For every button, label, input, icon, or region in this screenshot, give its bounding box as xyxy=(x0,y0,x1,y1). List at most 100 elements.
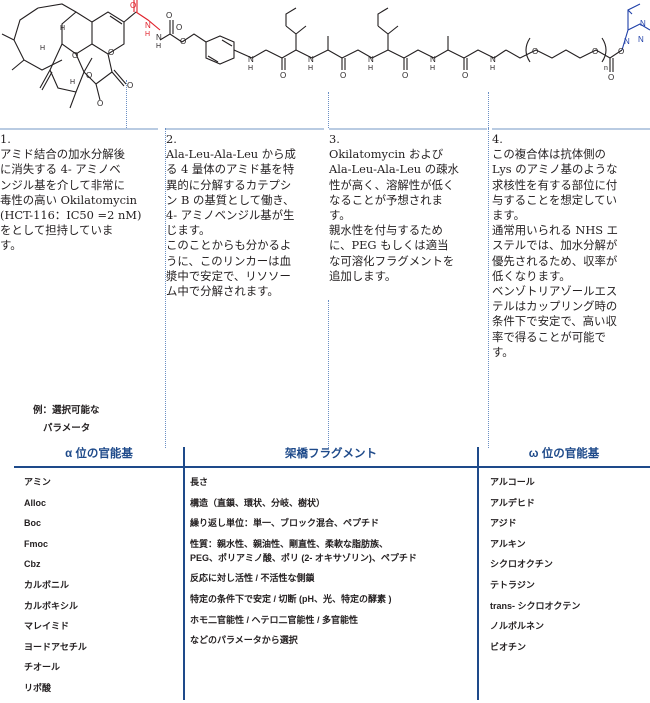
list-item: チオール xyxy=(24,662,61,673)
atom-label: O xyxy=(340,71,346,80)
note-line: 低くなります。 xyxy=(492,268,571,283)
atom-label: O xyxy=(166,11,172,20)
peg-bracket xyxy=(525,37,607,63)
list-item: 長さ xyxy=(190,477,209,487)
list-item: ホモ二官能性 / ヘテロ二官能性 / 多官能性 xyxy=(190,614,359,625)
omega-list: アルコール アルデヒド アジド アルキン シクロオクチン テトラジン trans… xyxy=(490,476,580,661)
atom-label: H xyxy=(308,65,313,72)
header-rule xyxy=(14,466,650,468)
macrocycle-bond xyxy=(13,7,63,71)
note-line: (HCT-116：IC50 =2 nM) xyxy=(0,208,142,223)
note-line: 漿中で安定で、リソソー xyxy=(166,268,291,283)
atom-label: O xyxy=(86,71,92,80)
list-item: Alloc xyxy=(24,497,47,508)
bridge-header: 架橋フラグメント xyxy=(285,448,377,460)
note-4: 4. この複合体は抗体側の Lys のアミノ基のような 求核性を有する部位に付 … xyxy=(492,128,650,360)
list-item: などのパラメータから選択 xyxy=(190,635,298,646)
atom-label: O xyxy=(280,71,286,80)
atom-label: H xyxy=(430,65,435,72)
list-item: Fmoc xyxy=(24,538,49,549)
note-line: に、PEG もしくは適当 xyxy=(329,238,449,253)
atom-label: H xyxy=(40,45,45,52)
note-rule xyxy=(166,128,324,130)
note-line: ます。 xyxy=(492,208,526,223)
carbonyl-bond xyxy=(95,83,101,101)
list-item: ノルボルネン xyxy=(490,621,545,632)
atom-label: N xyxy=(490,55,496,64)
macrocycle-bond xyxy=(37,3,77,13)
note-2: 2. Ala-Leu-Ala-Leu から成 る 4 量体のアミド基を特 異的に… xyxy=(166,128,324,299)
list-item: テトラジン xyxy=(490,579,535,590)
note-line: ン B の基質として働き、 xyxy=(166,192,295,207)
alpha-list: アミン Alloc Boc Fmoc Cbz カルボニル カルボキシル マレイミ… xyxy=(24,476,87,703)
atom-label: O xyxy=(532,47,538,56)
atom-label: N xyxy=(145,21,151,30)
list-item: アジド xyxy=(490,518,517,529)
benzotriazole-ring xyxy=(627,3,650,31)
atom-label: H xyxy=(145,31,150,38)
linker-structure: H O O O H O O H O O N H O N H O N H O N … xyxy=(1,0,650,109)
connector-line xyxy=(165,128,166,448)
alpha-header: α 位の官能基 xyxy=(65,448,133,460)
list-item: リポ酸 xyxy=(24,682,52,693)
note-line: Ala-Leu-Ala-Leu から成 xyxy=(166,147,296,162)
note-line: 異的に分解するカテプシ xyxy=(166,177,292,192)
legend-line: 例：選択可能な xyxy=(33,405,100,416)
column-divider xyxy=(183,447,185,700)
atom-label: H xyxy=(60,25,65,32)
note-line: な可溶化フラグメントを xyxy=(329,253,455,268)
list-item: アミン xyxy=(24,477,51,487)
atom-label: H xyxy=(368,65,373,72)
note-3: 3. Okilatomycin および Ala-Leu-Ala-Leu の疎水 … xyxy=(329,128,487,284)
benzene-inner xyxy=(207,39,233,63)
list-item: 反応に対し活性 / 不活性な側鎖 xyxy=(190,573,315,584)
atom-label: H xyxy=(70,79,75,86)
atom-label: O xyxy=(97,99,103,108)
hydrazide-bond xyxy=(133,0,161,31)
atom-label: H xyxy=(156,43,161,50)
note-line: 追加します。 xyxy=(329,268,397,283)
note-line: 与することを想定してい xyxy=(492,192,617,207)
column-divider xyxy=(477,447,479,700)
list-item: ビオチン xyxy=(490,641,527,652)
atom-label: N xyxy=(638,35,644,44)
legend-line: パラメータ xyxy=(43,423,91,434)
methyl-bond xyxy=(11,59,25,71)
note-line: ンジル基を介して非常に xyxy=(0,177,125,192)
note-line: す。 xyxy=(0,238,22,253)
atom-label: O xyxy=(402,71,408,80)
list-item: シクロオクチン xyxy=(490,559,553,570)
atom-label: n xyxy=(604,65,608,72)
note-line: ステルでは、加水分解が xyxy=(492,238,618,253)
linker-bond xyxy=(233,49,267,59)
note-line: 条件下で安定で、高い収 xyxy=(492,314,617,329)
note-line: 率で得ることが可能で xyxy=(492,329,606,344)
leucine-side-chain xyxy=(285,7,307,50)
note-line: 4- アミノベンジル基が生 xyxy=(166,208,295,223)
note-line: 通常用いられる NHS エ xyxy=(492,223,619,238)
list-item: 特定の条件下で安定 / 切断 (pH、光、特定の酵素 ) xyxy=(190,593,392,604)
list-item: trans- シクロオクテン xyxy=(490,600,581,611)
peptide-carbonyl xyxy=(341,58,346,70)
atom-label: N xyxy=(640,19,646,28)
atom-label: N xyxy=(624,37,630,46)
atom-label: O xyxy=(462,71,468,80)
note-line: をとして担持していま xyxy=(0,223,114,238)
list-item: Boc xyxy=(24,518,42,529)
pyran-ring-bond xyxy=(49,43,85,93)
note-line: 毒性の高い Okilatomycin xyxy=(0,192,137,207)
methyl-bond xyxy=(1,33,15,41)
note-rule xyxy=(329,128,487,130)
benzene-ring xyxy=(205,35,235,65)
peptide-carbonyl xyxy=(463,58,468,70)
list-item: マレイミド xyxy=(24,621,70,632)
atom-label: N xyxy=(368,55,374,64)
note-line: す。 xyxy=(329,208,351,223)
peptide-carbonyl xyxy=(403,58,408,70)
list-item: アルデヒド xyxy=(490,497,535,508)
note-line: この複合体は抗体側の xyxy=(492,147,606,162)
atom-label: O xyxy=(72,51,78,60)
leucine-side-chain xyxy=(377,7,399,50)
peptide-carbonyl xyxy=(281,58,286,70)
note-line: アミド結合の加水分解後 xyxy=(0,147,126,162)
